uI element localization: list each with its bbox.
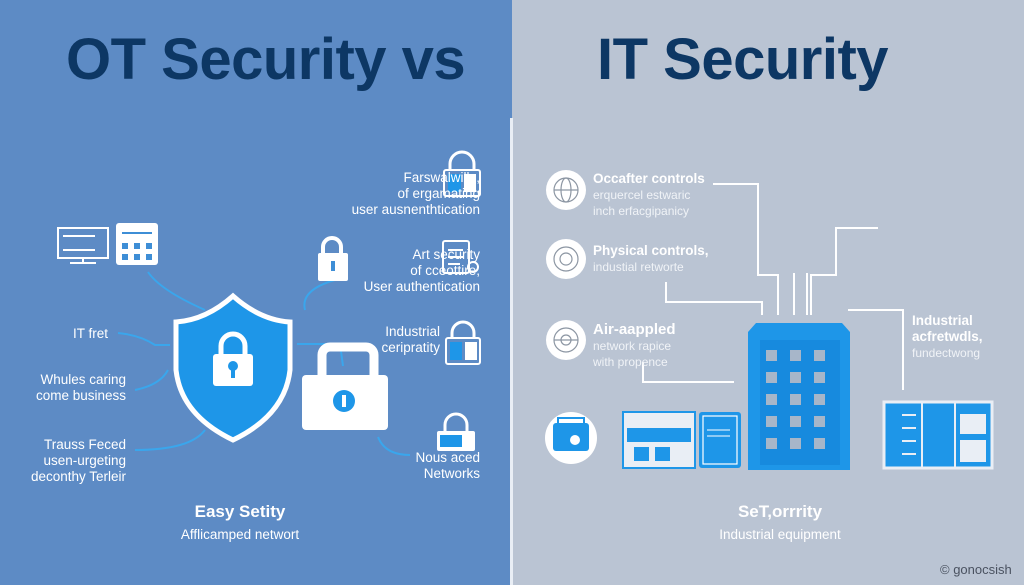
control-panel-icon (622, 411, 696, 469)
it-caption-subtitle: Industrial equipment (719, 527, 841, 542)
building-window (766, 394, 777, 405)
building-window (814, 394, 825, 405)
it-panel (512, 0, 1024, 585)
building-window (766, 372, 777, 383)
monitor-icon (57, 227, 109, 264)
building-window (790, 394, 801, 405)
padlock-icon (302, 342, 388, 430)
shield-lock-icon (173, 292, 293, 443)
it-title: IT Security (597, 27, 889, 92)
document-panel-icon (699, 412, 741, 468)
padlock-app-icon (443, 150, 481, 197)
padlock-card-icon (437, 412, 475, 451)
lock-icon (318, 236, 348, 281)
ot-label: IT fret (72, 326, 108, 341)
connector-lines (642, 183, 904, 390)
ot-panel (0, 0, 512, 585)
ot-diagram (57, 150, 481, 456)
building-window (790, 438, 801, 449)
divider (510, 118, 513, 585)
building-icon (748, 323, 850, 470)
building-window (814, 438, 825, 449)
building-window (814, 350, 825, 361)
it-caption-title: SeT,orrrity (737, 502, 823, 521)
building-window (814, 372, 825, 383)
building-window (790, 350, 801, 361)
industrial-cabinet-icon (882, 400, 994, 470)
building-window (766, 416, 777, 427)
grid-panel-icon (116, 223, 158, 265)
building-window (766, 350, 777, 361)
document-icon (442, 240, 479, 274)
padlock-app-icon (445, 320, 481, 365)
ot-caption-title: Easy Setity (194, 502, 286, 521)
building-window (766, 438, 777, 449)
radio-icon (553, 417, 589, 451)
watermark: © gonocsish (940, 562, 1012, 577)
building-window (814, 416, 825, 427)
building-window (790, 372, 801, 383)
ot-title: OT Security vs (66, 27, 466, 92)
building-window (790, 416, 801, 427)
it-label: Physical controls,industial retworte (593, 243, 709, 274)
connector-arrows (117, 271, 411, 456)
ot-caption-subtitle: Afflicamped networt (180, 527, 300, 542)
gear-icon (553, 246, 579, 272)
